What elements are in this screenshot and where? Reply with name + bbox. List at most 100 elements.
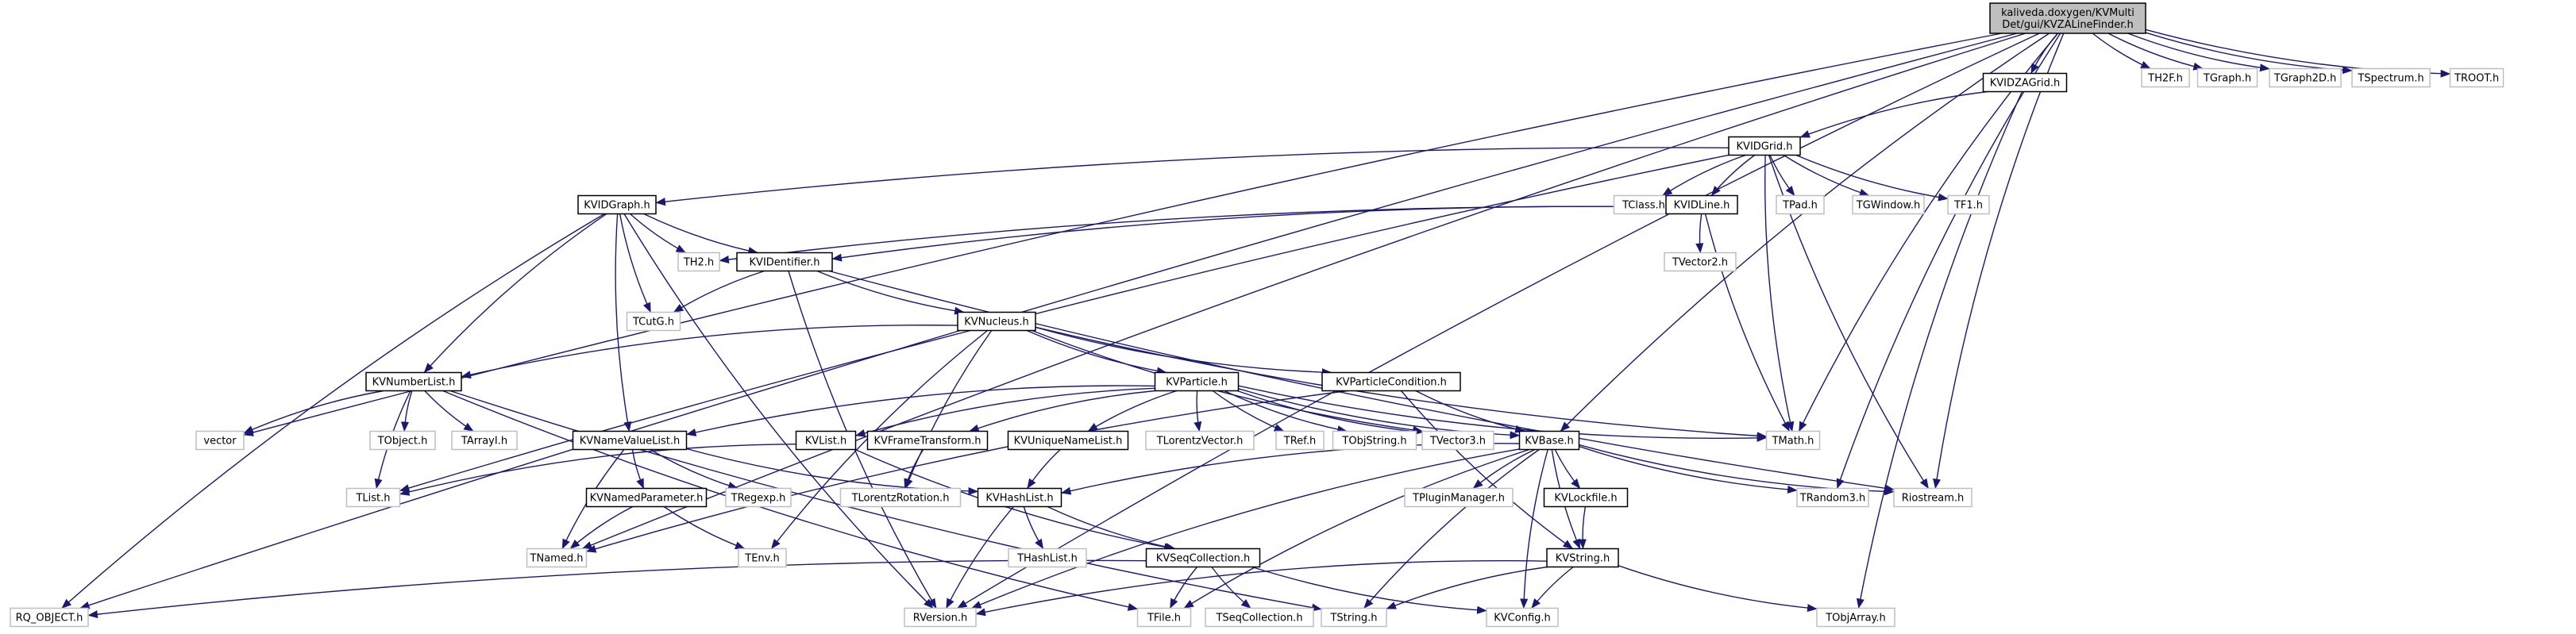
node-box-kvidgraph xyxy=(577,194,657,215)
edge-kvbase-to-tfile xyxy=(1183,448,1530,609)
node-kvhashlist[interactable]: KVHashList.h xyxy=(977,487,1062,508)
edge-kvidzagrid-to-tobjarray xyxy=(1856,91,2023,609)
edge-kvparticle-to-kvnamevaluelist xyxy=(685,385,1155,436)
node-box-thashlist xyxy=(1008,548,1087,568)
node-box-rq_object xyxy=(10,607,89,628)
node-kvnamedparameter[interactable]: KVNamedParameter.h xyxy=(585,487,708,508)
node-kvidentifier[interactable]: KVIDentifier.h xyxy=(736,252,833,272)
node-box-kvidentifier xyxy=(736,252,833,272)
node-box-tf1 xyxy=(1947,194,1990,215)
node-label-kvidentifier: KVIDentifier.h xyxy=(750,257,820,269)
node-trandom3: TRandom3.h xyxy=(1796,487,1869,508)
node-tregexp: TRegexp.h xyxy=(725,487,792,508)
edge-kvnucleus-to-kvnumberlist xyxy=(461,325,958,379)
node-box-trandom3 xyxy=(1796,487,1869,508)
node-tpluginmanager: TPluginManager.h xyxy=(1404,487,1514,508)
node-label-tgraph: TGraph.h xyxy=(2203,73,2251,85)
node-box-kvnumberlist xyxy=(365,371,462,392)
node-kvparticlecondition[interactable]: KVParticleCondition.h xyxy=(1321,371,1461,392)
node-label-tgwindow: TGWindow.h xyxy=(1856,200,1920,212)
node-kvparticle[interactable]: KVParticle.h xyxy=(1154,371,1240,392)
node-label-kvseqcollection: KVSeqCollection.h xyxy=(1156,553,1251,565)
edge-kvnamedparameter-to-tenv xyxy=(663,505,746,550)
node-kvidline[interactable]: KVIDLine.h xyxy=(1665,194,1738,215)
node-tlorentzrotation: TLorentzRotation.h xyxy=(839,487,962,508)
node-label-rq_object: RQ_OBJECT.h xyxy=(16,613,83,624)
edge-kvbase-to-kvconfig xyxy=(1520,449,1548,609)
edge-kvstring-to-tstring xyxy=(1386,566,1548,609)
node-label-tlorentzrotation: TLorentzRotation.h xyxy=(851,493,950,505)
edge-kvseqcollection-to-rq_object xyxy=(87,559,1147,619)
node-label-kvlist: KVList.h xyxy=(805,436,847,448)
node-kvidgraph[interactable]: KVIDGraph.h xyxy=(577,194,657,215)
node-label-kvbase: KVBase.h xyxy=(1525,436,1573,448)
edge-kvidgrid-to-tpad xyxy=(1769,155,1795,196)
edge-kvidgrid-to-tmath xyxy=(1764,155,1795,432)
dependency-edges xyxy=(61,29,2451,619)
node-label-riostream: Riostream.h xyxy=(1902,493,1965,505)
edge-kvnucleus-to-tmath xyxy=(1035,326,1768,440)
node-tgwindow: TGWindow.h xyxy=(1852,194,1925,215)
node-kvidgrid[interactable]: KVIDGrid.h xyxy=(1728,136,1801,156)
edge-root-to-tgraph2d xyxy=(2127,33,2270,72)
node-kvuniquenamelist[interactable]: KVUniqueNameList.h xyxy=(1007,430,1129,451)
edge-kvidgraph-to-tcutg xyxy=(619,213,652,313)
node-box-kvparticlecondition xyxy=(1321,371,1461,392)
node-label-tpluginmanager: TPluginManager.h xyxy=(1412,493,1505,505)
node-box-tlorentzrotation xyxy=(839,487,962,508)
node-label-kvidgraph: KVIDGraph.h xyxy=(584,200,650,212)
node-box-tregexp xyxy=(725,487,792,508)
node-label-kvlockfile: KVLockfile.h xyxy=(1554,493,1617,505)
edge-kvstring-to-tobjarray xyxy=(1618,565,1818,613)
node-box-tstring xyxy=(1321,607,1387,628)
node-troot: TROOT.h xyxy=(2449,67,2505,88)
node-label-tarrayi: TArrayI.h xyxy=(461,436,507,448)
edge-kvstring-to-rversion xyxy=(975,559,1548,617)
node-label-tgraph2d: TGraph2D.h xyxy=(2273,73,2336,85)
edge-kvidzagrid-to-kvidgrid xyxy=(1799,90,1988,138)
node-box-tarrayi xyxy=(451,430,518,451)
edge-kvbase-to-tstring xyxy=(1363,448,1540,609)
node-label-tobjarray: TObjArray.h xyxy=(1825,613,1886,624)
edge-root-to-rversion xyxy=(957,33,2040,609)
edge-root-to-vector xyxy=(243,33,2003,436)
node-kvnumberlist[interactable]: KVNumberList.h xyxy=(365,371,462,392)
node-root[interactable]: kaliveda.doxygen/KVMultiDet/gui/KVZALine… xyxy=(1989,2,2146,34)
edge-kvidline-to-kvidentifier xyxy=(831,206,1667,262)
edge-kvidline-to-th2 xyxy=(719,206,1667,264)
node-tspectrum: TSpectrum.h xyxy=(2351,67,2431,88)
node-kvlockfile[interactable]: KVLockfile.h xyxy=(1543,487,1629,508)
edge-kvidgrid-to-tclass xyxy=(1662,154,1746,197)
node-kvseqcollection[interactable]: KVSeqCollection.h xyxy=(1145,548,1261,568)
node-kvstring[interactable]: KVString.h xyxy=(1546,548,1619,568)
node-label-kvnamevaluelist: KVNameValueList.h xyxy=(580,436,681,448)
node-kvbase[interactable]: KVBase.h xyxy=(1518,430,1580,451)
edge-kvnucleus-to-tvector3 xyxy=(1032,329,1424,434)
node-box-kvidgrid xyxy=(1728,136,1801,156)
edge-kvparticle-to-tref xyxy=(1212,390,1285,432)
node-box-tfile xyxy=(1136,607,1192,628)
node-box-kvnamevaluelist xyxy=(572,430,688,451)
node-box-kvbase xyxy=(1518,430,1580,451)
node-rversion: RVersion.h xyxy=(904,607,977,628)
node-kvidzagrid[interactable]: KVIDZAGrid.h xyxy=(1982,72,2068,93)
node-vector: vector xyxy=(195,430,245,451)
dependency-nodes: kaliveda.doxygen/KVMultiDet/gui/KVZALine… xyxy=(10,2,2505,628)
node-tvector3: TVector3.h xyxy=(1421,430,1494,451)
edge-kvidgraph-to-th2 xyxy=(630,213,687,254)
node-label-tref: TRef.h xyxy=(1283,436,1316,448)
node-label-kvidline: KVIDLine.h xyxy=(1674,200,1730,212)
edge-kvidgrid-to-kvidgraph xyxy=(655,147,1730,206)
node-label-kvuniquenamelist: KVUniqueNameList.h xyxy=(1014,436,1123,448)
node-box-tgraph2d xyxy=(2269,67,2342,88)
node-label-kvnamedparameter: KVNamedParameter.h xyxy=(590,493,704,505)
node-kvlist[interactable]: KVList.h xyxy=(795,430,857,451)
edge-kvparticle-to-tobjstring xyxy=(1224,390,1348,434)
node-label-root: kaliveda.doxygen/KVMulti xyxy=(2001,7,2134,19)
node-kvnamevaluelist[interactable]: KVNameValueList.h xyxy=(572,430,688,451)
node-kvframetransform[interactable]: KVFrameTransform.h xyxy=(866,430,989,451)
node-kvnucleus[interactable]: KVNucleus.h xyxy=(957,311,1036,332)
node-box-tnamed xyxy=(526,548,588,568)
node-label-rversion: RVersion.h xyxy=(913,613,968,624)
node-tf1: TF1.h xyxy=(1947,194,1990,215)
